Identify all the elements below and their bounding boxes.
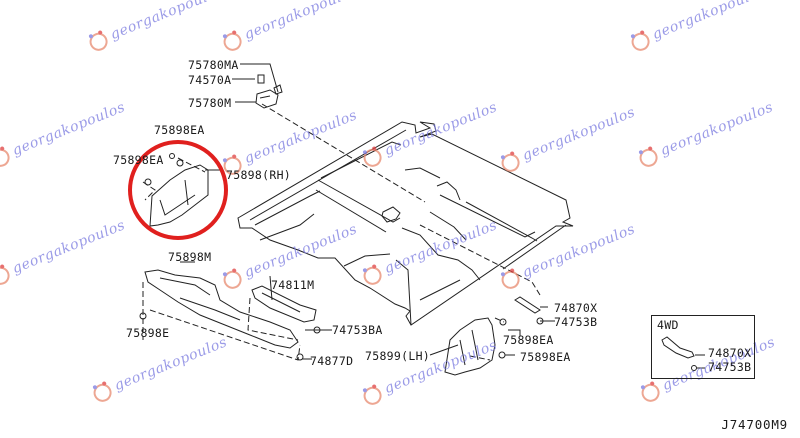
inset-label-74753b: 74753B [708, 360, 752, 374]
label-75780m: 75780M [188, 96, 232, 110]
inset-title: 4WD [657, 318, 679, 332]
label-74570a: 74570A [188, 73, 232, 87]
side-cover-rh [144, 153, 209, 227]
watermark: georgakopoulos [0, 96, 129, 171]
watermark-logo-icon [496, 265, 525, 294]
label-74753ba: 74753BA [332, 323, 383, 337]
label-74870x: 74870X [554, 301, 598, 315]
watermark-logo-icon [496, 148, 525, 177]
label-75898ea-left: 75898EA [113, 153, 164, 167]
watermark-logo-icon [626, 27, 655, 56]
watermark-logo-icon [358, 381, 387, 410]
bracket-75780m [255, 74, 283, 109]
watermark: georgakopoulos [496, 218, 639, 293]
watermark: georgakopoulos [88, 331, 231, 406]
watermark-logo-icon [218, 27, 247, 56]
watermark: georgakopoulos [358, 334, 501, 409]
watermark: georgakopoulos [358, 214, 501, 289]
watermark: georgakopoulos [218, 104, 361, 179]
inset-4wd-part [661, 336, 705, 371]
watermark-logo-icon [218, 151, 247, 180]
watermark-logo-icon [0, 261, 15, 290]
inset-label-74870x: 74870X [708, 346, 752, 360]
watermark-logo-icon [636, 378, 665, 407]
watermark: georgakopoulos [626, 0, 769, 55]
floor-panel [237, 121, 574, 326]
label-75898ea-top: 75898EA [154, 123, 205, 137]
side-cover-lh [444, 317, 507, 376]
watermark: georgakopoulos [636, 331, 779, 406]
diagram-code: J74700M9 [721, 417, 788, 432]
label-75898ea-right1: 75898EA [503, 333, 554, 347]
label-75898m: 75898M [168, 250, 212, 264]
label-75780ma: 75780MA [188, 58, 239, 72]
highlight-circle [128, 140, 228, 240]
label-75898e: 75898E [126, 326, 170, 340]
watermark-logo-icon [0, 143, 15, 172]
part-74811m [251, 285, 321, 334]
label-75898ea-right2: 75898EA [520, 350, 571, 364]
watermark: georgakopoulos [218, 0, 361, 55]
watermark-logo-icon [218, 265, 247, 294]
leader-lines [180, 63, 555, 360]
watermark: georgakopoulos [84, 0, 227, 55]
watermark: georgakopoulos [634, 96, 777, 171]
watermark-logo-icon [84, 27, 113, 56]
undercover-75898m [139, 269, 304, 361]
watermark: georgakopoulos [358, 96, 501, 171]
label-74753b: 74753B [554, 315, 598, 329]
watermark-logo-icon [88, 378, 117, 407]
watermark-logo-icon [358, 261, 387, 290]
watermark: georgakopoulos [496, 101, 639, 176]
label-74877d: 74877D [310, 354, 354, 368]
label-75898-rh: 75898(RH) [226, 168, 292, 182]
watermark-logo-icon [634, 143, 663, 172]
label-75899-lh: 75899(LH) [365, 349, 431, 363]
label-74811m: 74811M [271, 278, 315, 292]
inset-4wd-box: 4WD 74870X 74753B [651, 315, 755, 379]
part-74870x [514, 296, 544, 325]
watermark-logo-icon [358, 143, 387, 172]
watermark: georgakopoulos [0, 214, 129, 289]
watermark: georgakopoulos [218, 218, 361, 293]
